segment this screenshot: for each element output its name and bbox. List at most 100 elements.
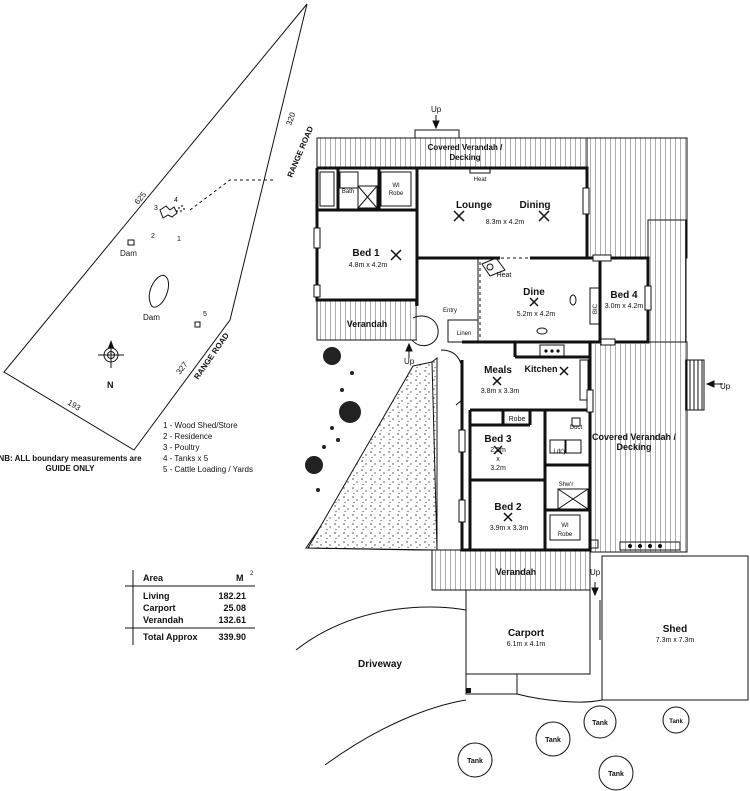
carport-outline bbox=[465, 589, 591, 675]
site-dam-small bbox=[127, 239, 135, 246]
heater-mid bbox=[481, 257, 506, 277]
legend-item-2: 2 - Residence bbox=[163, 432, 213, 441]
carport-size: 6.1m x 4.1m bbox=[507, 641, 546, 648]
site-marker-3: 3 bbox=[154, 205, 158, 212]
road-label-lower: RANGE ROAD bbox=[192, 331, 231, 381]
area-row-label-verandah: Verandah bbox=[143, 615, 184, 625]
lounge-label: Lounge bbox=[456, 200, 493, 211]
tank-2 bbox=[535, 721, 571, 757]
dam-label-2: Dam bbox=[143, 313, 160, 322]
tank-1 bbox=[457, 742, 493, 778]
site-plan: 625 320 327 193 RANGE ROAD RANGE ROAD Da… bbox=[3, 3, 315, 451]
area-row-label-living: Living bbox=[143, 591, 170, 601]
bath-tub bbox=[319, 171, 335, 207]
room-labels: Covered Verandah / Decking Heat Bath WI … bbox=[342, 143, 695, 670]
light-icons bbox=[390, 210, 569, 522]
up-label-top: Up bbox=[431, 105, 442, 114]
area-row-value-carport: 25.08 bbox=[223, 603, 246, 613]
wi-robe-bed2-line1: WI bbox=[561, 523, 569, 529]
verandah-front-label: Verandah bbox=[347, 319, 388, 329]
site-residence bbox=[159, 205, 178, 219]
right-steps bbox=[685, 359, 705, 411]
bed2-size: 3.9m x 3.3m bbox=[490, 525, 529, 532]
site-dam-large bbox=[148, 274, 169, 308]
bed1-size: 4.8m x 4.2m bbox=[349, 262, 388, 269]
site-legend: 1 - Wood Shed/Store 2 - Residence 3 - Po… bbox=[163, 421, 253, 474]
shed-size: 7.3m x 7.3m bbox=[656, 637, 695, 644]
area-header-unit: M bbox=[236, 573, 244, 583]
bed3-size-line1: 2.9m bbox=[490, 447, 506, 454]
dining-label: Dining bbox=[519, 200, 550, 211]
meals-size: 3.8m x 3.3m bbox=[481, 388, 520, 395]
shrub-icons bbox=[305, 347, 361, 492]
heat-mid-label: Heat bbox=[497, 272, 512, 279]
duct-label: Duct bbox=[570, 425, 583, 431]
gravel-wedge bbox=[307, 361, 438, 551]
ldry-label: Ldr'y bbox=[554, 449, 567, 455]
up-label-right: Up bbox=[720, 382, 731, 391]
shwr-label: Shw'r bbox=[559, 482, 574, 488]
shed-label: Shed bbox=[663, 624, 687, 635]
wi-robe-top-line1: WI bbox=[392, 183, 400, 189]
shed-outline bbox=[601, 555, 749, 701]
windows bbox=[313, 129, 652, 523]
site-track bbox=[189, 179, 276, 211]
covered-verandah-right-line1: Covered Verandah / bbox=[592, 432, 677, 442]
driveway-edge-lower bbox=[324, 699, 467, 766]
driveway-edge-upper bbox=[295, 606, 467, 651]
robe-label: Robe bbox=[509, 416, 526, 423]
dam-label-1: Dam bbox=[120, 249, 137, 258]
tank-labels: Tank Tank Tank Tank Tank bbox=[467, 719, 683, 778]
tank-label-1: Tank bbox=[467, 758, 483, 765]
covered-verandah-top-line1: Covered Verandah / bbox=[428, 143, 503, 152]
bic-closet bbox=[589, 287, 601, 325]
bed3-label: Bed 3 bbox=[484, 434, 512, 445]
heater-top bbox=[469, 167, 491, 174]
boundary-327: 327 bbox=[174, 360, 190, 377]
bed1-label: Bed 1 bbox=[352, 248, 380, 259]
legend-item-3: 3 - Poultry bbox=[163, 443, 199, 452]
area-total-label: Total Approx bbox=[143, 632, 198, 642]
bic-label: BIC bbox=[593, 303, 599, 314]
tank-3 bbox=[583, 705, 617, 739]
site-marker-1: 1 bbox=[177, 236, 181, 243]
legend-item-4: 4 - Tanks x 5 bbox=[163, 454, 209, 463]
compass-label: N bbox=[107, 380, 114, 390]
entry-label: Entry bbox=[443, 308, 457, 314]
bed3-size-line2: x bbox=[496, 456, 500, 463]
tank-label-4: Tank bbox=[608, 771, 624, 778]
compass-icon bbox=[98, 340, 124, 368]
legend-item-1: 1 - Wood Shed/Store bbox=[163, 421, 238, 430]
legend-item-5: 5 - Cattle Loading / Yards bbox=[163, 465, 253, 474]
boundary-625: 625 bbox=[133, 190, 149, 206]
bath-label: Bath bbox=[342, 189, 354, 195]
area-row-value-verandah: 132.61 bbox=[218, 615, 246, 625]
lounge-dining-size: 8.3m x 4.2m bbox=[486, 219, 525, 226]
site-marker-2: 2 bbox=[151, 233, 155, 240]
bed2-label: Bed 2 bbox=[494, 502, 522, 513]
area-header-unit-sup: 2 bbox=[250, 571, 254, 577]
wi-robe-bed2-line2: Robe bbox=[558, 532, 573, 538]
tank-4 bbox=[598, 755, 634, 791]
area-table: Area M 2 Living 182.21 Carport 25.08 Ver… bbox=[125, 570, 255, 645]
deck-front bbox=[316, 299, 418, 341]
tank-label-3: Tank bbox=[592, 720, 608, 727]
meals-label: Meals bbox=[484, 365, 512, 376]
site-boundary bbox=[3, 3, 308, 451]
area-row-value-living: 182.21 bbox=[218, 591, 246, 601]
boundary-320: 320 bbox=[284, 111, 297, 127]
tank-label-2: Tank bbox=[545, 737, 561, 744]
fixtures bbox=[319, 167, 681, 551]
tank-label-5: Tank bbox=[669, 719, 683, 725]
up-arrow-icons bbox=[405, 115, 723, 597]
site-marker-5: 5 bbox=[203, 311, 207, 318]
dine-label: Dine bbox=[523, 287, 545, 298]
covered-verandah-top-line2: Decking bbox=[449, 153, 480, 162]
linen-label: Linen bbox=[457, 331, 472, 337]
tanks bbox=[457, 705, 690, 791]
verandah-bottom-label: Verandah bbox=[496, 567, 537, 577]
site-yard-marker bbox=[194, 321, 201, 328]
wi-robe-top-line2: Robe bbox=[389, 191, 404, 197]
covered-verandah-right-line2: Decking bbox=[616, 442, 651, 452]
